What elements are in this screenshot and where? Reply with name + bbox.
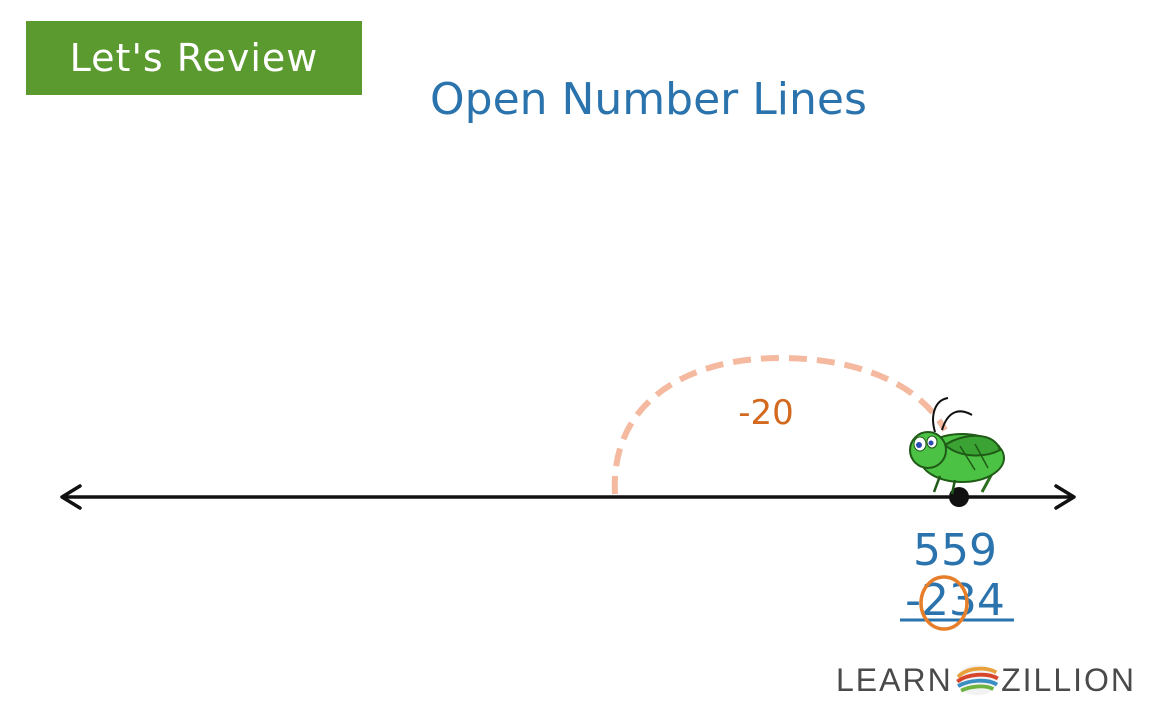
learnzillion-logo: LEARN ZILLION	[836, 652, 1136, 708]
left-arrow-icon	[60, 484, 82, 510]
grasshopper-icon	[909, 397, 1005, 495]
jump-label: -20	[738, 393, 794, 433]
subtraction-top-number: 559	[913, 525, 997, 576]
page-title: Open Number Lines	[430, 74, 867, 125]
logo-swirl-icon	[955, 664, 999, 696]
right-arrow-icon	[1054, 484, 1076, 510]
logo-word-right: ZILLION	[1001, 661, 1136, 698]
logo-word-left: LEARN	[836, 661, 953, 698]
number-line	[60, 484, 1076, 510]
lets-review-label: Let's Review	[69, 36, 319, 80]
circled-digit-highlight	[919, 575, 969, 631]
start-point-dot	[949, 487, 969, 507]
lets-review-badge: Let's Review	[26, 21, 362, 95]
jump-arc	[611, 354, 948, 495]
